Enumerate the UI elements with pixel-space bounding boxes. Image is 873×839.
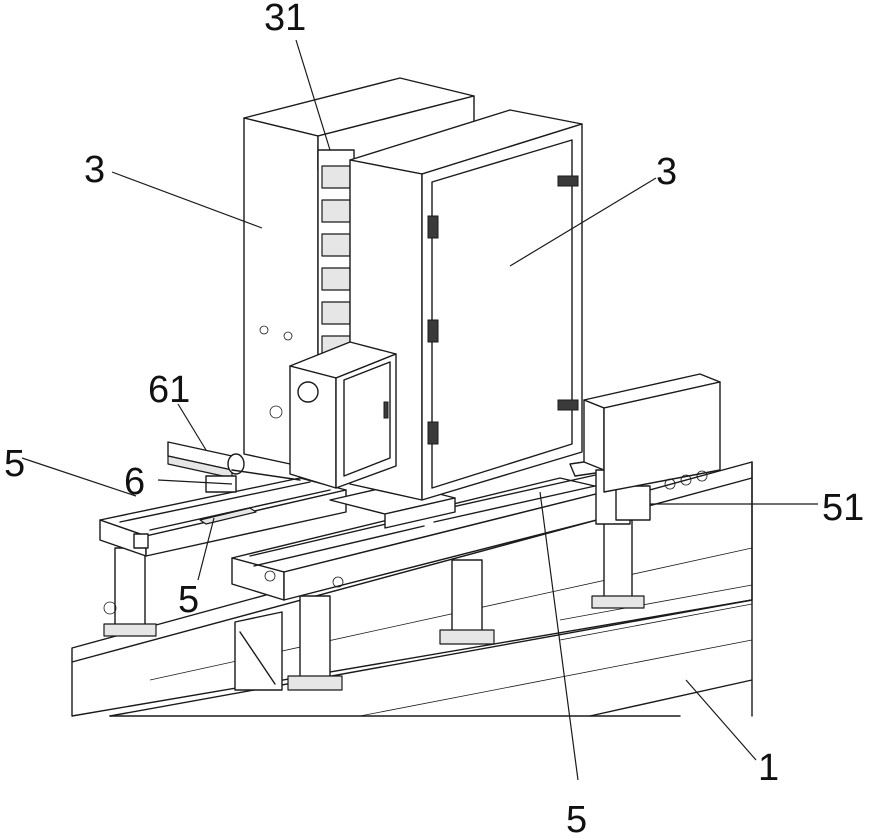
label-1: 1	[758, 747, 779, 789]
control-box	[289, 341, 397, 489]
label-6: 6	[124, 461, 145, 503]
reference-labels: 31 3 3 61 5 6 5 51 1 5	[4, 0, 864, 839]
support-legs	[103, 519, 645, 691]
label-61: 61	[148, 369, 190, 411]
label-5-left: 5	[4, 443, 25, 485]
label-51: 51	[822, 487, 864, 529]
leader-lines	[21, 39, 818, 781]
label-5-middle: 5	[178, 579, 199, 621]
front-frame	[231, 473, 613, 601]
left-frame	[99, 477, 347, 557]
cylinder	[167, 441, 301, 493]
label-3-right: 3	[656, 151, 677, 193]
junction-box	[583, 373, 721, 493]
label-31: 31	[264, 0, 306, 39]
label-3-left: 3	[84, 149, 105, 191]
label-5-bottom: 5	[566, 799, 587, 839]
